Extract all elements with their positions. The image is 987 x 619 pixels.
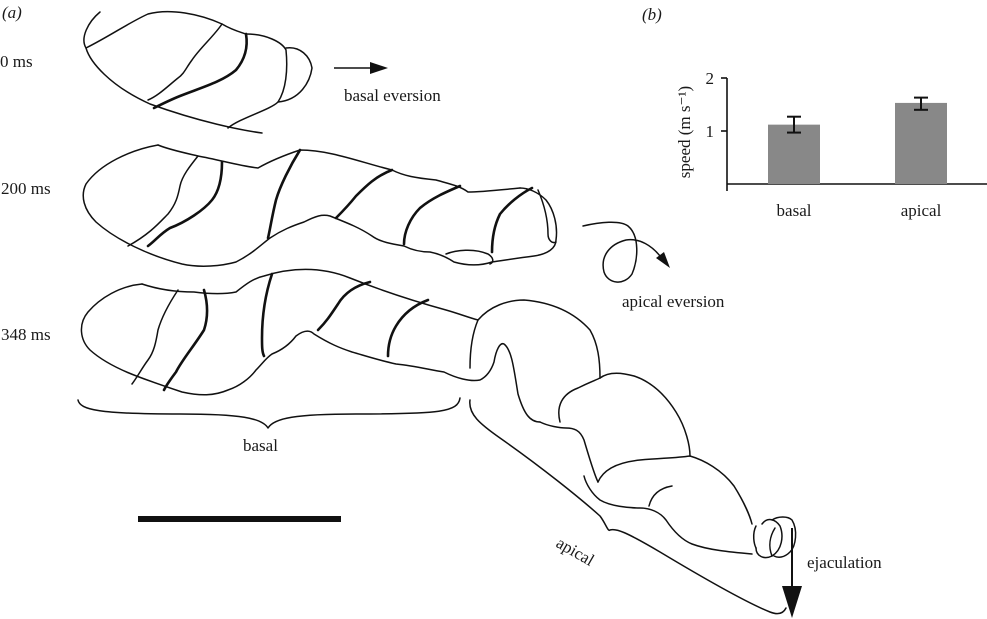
x-tick-label-apical: apical (901, 201, 942, 220)
apical-eversion-arrow (582, 221, 670, 283)
panel-b-label: (b) (642, 5, 662, 24)
basal-eversion-label: basal eversion (344, 86, 441, 105)
apical-bracket (469, 399, 787, 615)
organ-200ms (82, 144, 558, 267)
organ-0ms (83, 10, 313, 134)
y-tick-label: 1 (706, 122, 715, 141)
bar-basal (768, 124, 820, 184)
scale-bar (138, 516, 341, 522)
ejaculation-arrow (782, 528, 802, 618)
basal-bracket-label: basal (243, 436, 278, 455)
ejaculation-label: ejaculation (807, 553, 882, 572)
bar-apical (895, 102, 947, 184)
organ-348ms (80, 268, 797, 559)
time-label-200ms: 200 ms (1, 179, 51, 198)
x-tick-label-basal: basal (777, 201, 812, 220)
basal-eversion-arrow (334, 62, 388, 74)
time-label-348ms: 348 ms (1, 325, 51, 344)
apical-eversion-label: apical eversion (622, 292, 725, 311)
y-tick-label: 2 (706, 69, 715, 88)
time-label-0ms: 0 ms (0, 52, 33, 71)
basal-bracket (77, 397, 461, 429)
panel-a-label: (a) (2, 3, 22, 22)
y-axis-label: speed (m s⁻¹) (675, 86, 694, 178)
